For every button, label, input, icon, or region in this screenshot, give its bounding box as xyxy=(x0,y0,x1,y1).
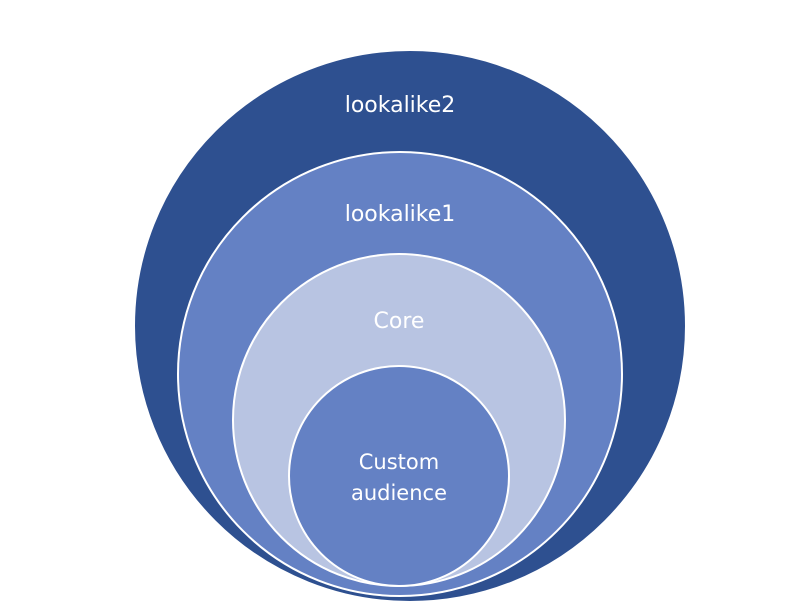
custom-audience-label-line1: Custom xyxy=(359,450,439,474)
core-label: Core xyxy=(374,309,425,334)
lookalike2-label: lookalike2 xyxy=(345,93,456,118)
lookalike1-label: lookalike1 xyxy=(345,202,456,227)
custom-audience-circle xyxy=(288,365,510,587)
custom-audience-label-line2: audience xyxy=(351,481,447,505)
